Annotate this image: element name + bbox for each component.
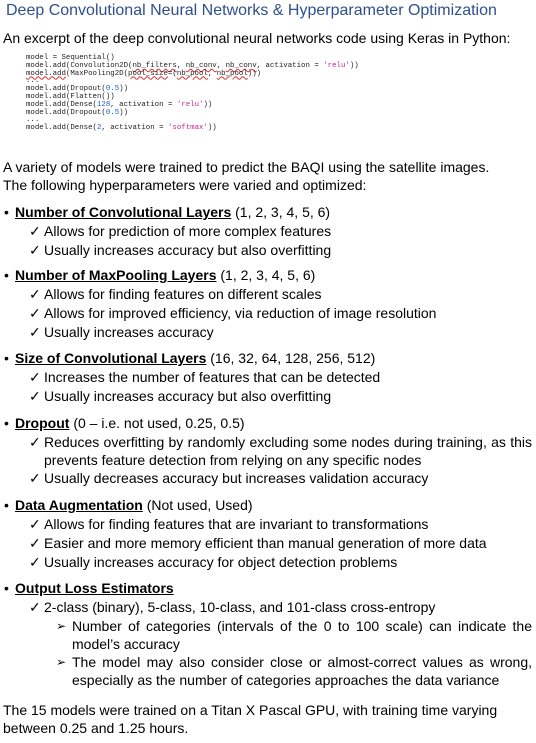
list-item: ✓Allows for improved efficiency, via red…	[29, 305, 437, 321]
checkmark-icon: ✓	[29, 305, 41, 321]
list-item: ✓Reduces overfitting by randomly excludi…	[29, 434, 532, 468]
section-heading: • Data Augmentation (Not used, Used)	[4, 496, 532, 515]
code-line: model.add(Dropout(0.5))	[26, 85, 129, 94]
code-line: model.add(Flatten())	[26, 92, 115, 101]
list-item: ✓Usually increases accuracy	[29, 324, 214, 340]
page-title: Deep Convolutional Neural Networks & Hyp…	[6, 2, 497, 19]
code-line: model.add(Convolution2D(nb_filters, nb_c…	[26, 61, 359, 70]
checkmark-icon: ✓	[29, 286, 41, 302]
checkmark-icon: ✓	[29, 434, 41, 450]
list-item: ✓Easier and more memory efficient than m…	[29, 535, 487, 551]
code-line: ...	[26, 116, 40, 125]
list-item: ✓Usually increases accuracy but also ove…	[29, 388, 332, 404]
section-output-loss: • Output Loss Estimators ✓2-class (binary…	[4, 579, 532, 689]
code-line: model.add(Dense(128, activation = 'relu'…	[26, 100, 213, 109]
arrow-bullet-icon: ➢	[56, 655, 67, 669]
checkmark-icon: ✓	[29, 599, 41, 615]
section-heading: • Output Loss Estimators	[4, 579, 532, 598]
code-line: ...	[26, 77, 40, 86]
code-line: model.add(Dropout(0.5))	[26, 108, 129, 117]
section-values: (1, 2, 3, 4, 5, 6)	[231, 204, 331, 220]
section-values: (1, 2, 3, 4, 5, 6)	[216, 267, 316, 283]
bullet-icon: •	[4, 497, 9, 513]
list-item: ✓Usually increases accuracy but also ove…	[29, 242, 332, 258]
list-item: ✓Allows for prediction of more complex f…	[29, 223, 332, 239]
checkmark-icon: ✓	[29, 223, 41, 239]
section-maxpooling-layers: • Number of MaxPooling Layers (1, 2, 3, 4…	[4, 266, 532, 342]
arrow-bullet-icon: ➢	[56, 619, 67, 633]
code-line: model = Sequential()	[26, 54, 115, 62]
section-values: (Not used, Used)	[142, 497, 253, 513]
section-conv-layer-size: • Size of Convolutional Layers (16, 32, 6…	[4, 349, 532, 406]
section-name: Data Augmentation	[15, 497, 143, 513]
bullet-icon: •	[4, 580, 9, 596]
section-name: Number of MaxPooling Layers	[15, 267, 217, 283]
section-name: Number of Convolutional Layers	[15, 204, 232, 220]
closing-paragraph: The 15 models were trained on a Titan X …	[3, 702, 498, 736]
section-name: Output Loss Estimators	[15, 580, 174, 596]
section-heading: • Number of MaxPooling Layers (1, 2, 3, 4…	[4, 266, 532, 285]
intro-text: An excerpt of the deep convolutional neu…	[3, 30, 511, 46]
bullet-icon: •	[4, 267, 9, 283]
list-item: ✓Allows for finding features that are in…	[29, 516, 429, 532]
description-line: The following hyperparameters were varie…	[3, 177, 367, 193]
section-values: (0 – i.e. not used, 0.25, 0.5)	[69, 415, 245, 431]
section-heading: • Dropout (0 – i.e. not used, 0.25, 0.5)	[4, 414, 532, 433]
bullet-icon: •	[4, 415, 9, 431]
list-item: ✓2-class (binary), 5-class, 10-class, an…	[29, 599, 436, 615]
section-name: Dropout	[15, 415, 70, 431]
list-item: ✓Usually decreases accuracy but increase…	[29, 470, 429, 486]
code-excerpt: model = Sequential() model.add(Convoluti…	[26, 54, 359, 133]
section-name: Size of Convolutional Layers	[15, 350, 207, 366]
section-heading: • Number of Convolutional Layers (1, 2, 3…	[4, 203, 532, 222]
list-item: ✓Increases the number of features that c…	[29, 369, 381, 385]
bullet-icon: •	[4, 204, 9, 220]
checkmark-icon: ✓	[29, 324, 41, 340]
checkmark-icon: ✓	[29, 470, 41, 486]
code-line: model.add(MaxPooling2D(pool_size=(nb_poo…	[26, 69, 262, 78]
code-line: model.add(Dense(2, activation = 'softmax…	[26, 124, 217, 133]
list-item: ✓Usually increases accuracy for object d…	[29, 554, 398, 570]
section-heading: • Size of Convolutional Layers (16, 32, 6…	[4, 349, 532, 368]
sub-list-item: ➢The model may also consider close or al…	[56, 654, 532, 688]
bullet-icon: •	[4, 350, 9, 366]
description-paragraph: A variety of models were trained to pred…	[3, 158, 489, 194]
checkmark-icon: ✓	[29, 242, 41, 258]
checkmark-icon: ✓	[29, 388, 41, 404]
section-data-augmentation: • Data Augmentation (Not used, Used) ✓All…	[4, 496, 532, 572]
checkmark-icon: ✓	[29, 516, 41, 532]
list-item: ✓Allows for finding features on differen…	[29, 286, 322, 302]
description-line: A variety of models were trained to pred…	[3, 159, 490, 175]
checkmark-icon: ✓	[29, 554, 41, 570]
section-dropout: •Dropout (0 – i.e. not used, 0.25, 0.5) …	[4, 414, 532, 488]
section-values: (16, 32, 64, 128, 256, 512)	[206, 350, 376, 366]
section-conv-layers: • Number of Convolutional Layers (1, 2, 3…	[4, 203, 532, 260]
sub-list-item: ➢Number of categories (intervals of the …	[56, 618, 532, 652]
checkmark-icon: ✓	[29, 369, 41, 385]
checkmark-icon: ✓	[29, 535, 41, 551]
